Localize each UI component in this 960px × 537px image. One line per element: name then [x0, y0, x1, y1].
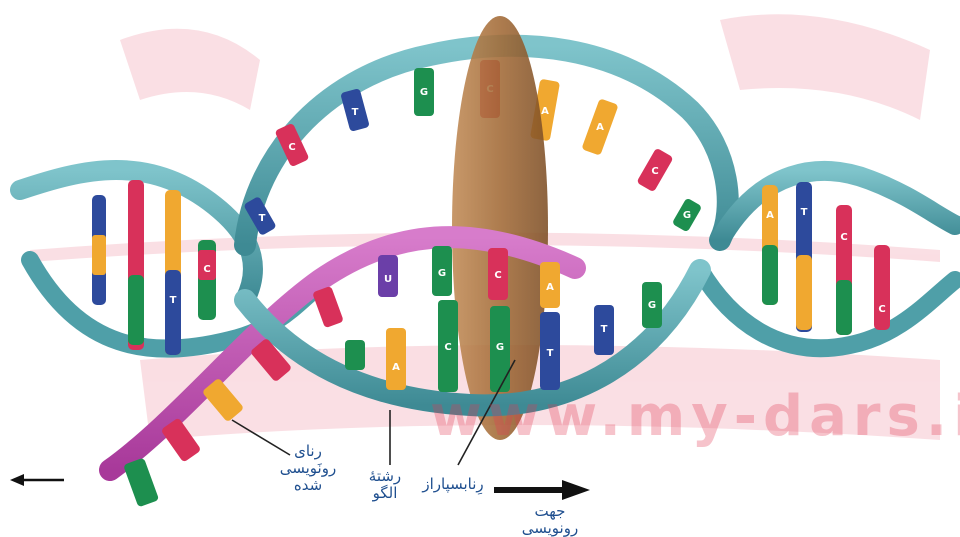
transcription-direction-arrow: [494, 480, 590, 500]
watermark-site-text: www.my-dars.ir: [430, 384, 960, 449]
transcribed-rna-label-line-1: رنای: [268, 443, 348, 460]
template-strand-label-line-1: رشتهٔ: [350, 468, 420, 485]
base-letter: C: [651, 166, 658, 177]
left-arrow-icon: [10, 474, 64, 486]
base-letter: A: [546, 282, 554, 293]
base-letter: A: [541, 106, 549, 117]
base-letter: C: [840, 232, 847, 243]
base-letter: T: [259, 213, 266, 224]
base-letter: A: [766, 210, 774, 221]
template-strand-label: رشتهٔ الگو: [350, 468, 420, 502]
base-letter: U: [384, 274, 392, 285]
base-letter: T: [801, 207, 808, 218]
base-letter: T: [170, 295, 177, 306]
base-letter: G: [496, 342, 504, 353]
base-letter: G: [683, 210, 691, 221]
base-letter: T: [352, 107, 359, 118]
base-letter: G: [648, 300, 656, 311]
transcribed-rna-label-line-2: رونَویسی: [268, 460, 348, 477]
template-strand-label-line-2: الگو: [350, 485, 420, 502]
base-letter: A: [596, 122, 604, 133]
base-letter: C: [494, 270, 501, 281]
base-letter: G: [420, 87, 428, 98]
transcribed-rna-label: رنای رونَویسی شده: [268, 443, 348, 494]
right-backbone-lower: [700, 270, 955, 348]
base-letter: C: [878, 304, 885, 315]
right-duplex-bases: A T C C: [762, 182, 890, 335]
base-letter: G: [438, 268, 446, 279]
transcription-direction-label: جهت رونویسی: [505, 503, 595, 537]
base-letter: T: [601, 324, 608, 335]
base-letter: C: [203, 264, 210, 275]
base-letter: T: [547, 348, 554, 359]
base-letter: C: [444, 342, 451, 353]
base-letter: C: [288, 142, 295, 153]
transcribed-rna-label-line-3: شده: [268, 477, 348, 494]
rna-polymerase-label: رِنابسپاراز: [412, 476, 494, 493]
base-letter: A: [392, 362, 400, 373]
